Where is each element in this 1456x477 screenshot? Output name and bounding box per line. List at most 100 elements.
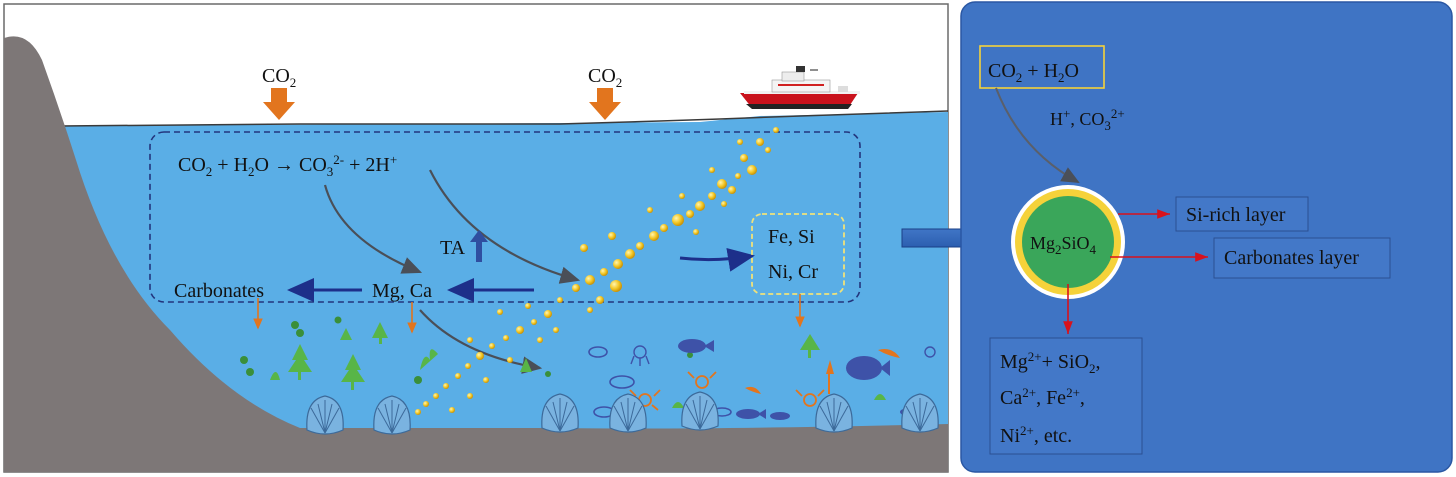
particle-bubble	[765, 147, 771, 153]
particle-bubble	[443, 383, 449, 389]
ni-cr-label: Ni, Cr	[768, 261, 818, 283]
particle-bubble	[596, 296, 604, 304]
particle-bubble	[672, 214, 684, 226]
particle-bubble	[449, 407, 455, 413]
metals-box	[751, 213, 845, 295]
particle-bubble	[507, 357, 513, 363]
particle-bubble	[587, 307, 593, 313]
particle-bubble	[467, 393, 473, 399]
dissolution-arrow	[995, 87, 1080, 183]
particle-bubble	[433, 393, 439, 399]
scallop-shell-icon	[815, 393, 853, 433]
particle-bubble	[721, 201, 727, 207]
carbonates-layer-label: Carbonates layer	[1224, 247, 1359, 269]
jellyfish-icon	[630, 345, 936, 366]
particle-bubble	[695, 201, 705, 211]
particle-bubble	[636, 242, 644, 250]
olivine-particle: Mg2SiO4	[1011, 185, 1125, 299]
svg-text:CO2: CO2	[262, 65, 296, 90]
particle-bubble	[735, 173, 741, 179]
carbonates-layer-box	[1213, 237, 1391, 279]
co2-label-1-sub: 2	[290, 75, 297, 90]
products-line-3: Ni2+, etc.	[1000, 423, 1072, 447]
particle-bubble	[557, 297, 563, 303]
si-rich-layer-box	[1175, 196, 1309, 232]
particle-bubble	[553, 327, 559, 333]
land-cliff	[4, 36, 948, 472]
co2-label-1: CO	[262, 65, 290, 87]
particle-bubble	[747, 165, 757, 175]
crab-icon	[629, 371, 825, 411]
particle-bubble	[503, 335, 509, 341]
particle-bubble	[728, 186, 736, 194]
particle-bubble	[423, 401, 429, 407]
sea-surface-line	[59, 110, 949, 127]
particle-bubble	[585, 275, 595, 285]
particle-bubble	[773, 127, 779, 133]
particle-bubble	[647, 207, 653, 213]
reaction-equation: CO2 + H2O → CO32- + 2H+	[178, 152, 397, 179]
particle-bubble	[679, 193, 685, 199]
carbonates-label: Carbonates	[174, 280, 264, 302]
particle-bubble	[476, 352, 484, 360]
up-arrow-icon	[470, 230, 488, 262]
scallop-shell-icon	[901, 393, 939, 433]
particle-bubble	[415, 409, 421, 415]
particle-bubble	[489, 343, 495, 349]
fe-si-label: Fe, Si	[768, 226, 815, 248]
right-panel: CO2 + H2O H+, CO32+ Mg2SiO4 Si-rich laye…	[960, 1, 1453, 473]
co2-h2o-label: CO2 + H2O	[988, 60, 1079, 85]
particle-bubble	[610, 280, 622, 292]
particle-bubble	[525, 303, 531, 309]
arrow-to-metals	[679, 247, 755, 272]
ta-label: TA	[440, 237, 466, 259]
curved-arrow-co3	[323, 184, 423, 274]
olivine-particles	[415, 127, 779, 415]
co2-arrow-2: CO2	[588, 65, 622, 120]
curved-arrow-down	[419, 309, 543, 374]
left-panel: CO2 CO2 CO2 + H2O → CO32- + 2H+ TA	[3, 3, 949, 473]
seaweed-icon	[270, 322, 820, 390]
scallop-shell-icon	[541, 393, 579, 433]
products-line-2: Ca2+, Fe2+,	[1000, 385, 1085, 409]
particle-label: Mg2SiO4	[1030, 233, 1097, 257]
co2-arrow-1: CO2	[262, 65, 296, 120]
co2-label-2-sub: 2	[616, 75, 623, 90]
particle-bubble	[483, 377, 489, 383]
seagrass-icon	[240, 316, 693, 384]
co2-label-2: CO	[588, 65, 616, 87]
particle-bubble	[740, 154, 748, 162]
particle-bubble	[693, 229, 699, 235]
h-co3-label: H+, CO32+	[1050, 106, 1125, 133]
particle-bubble	[756, 138, 764, 146]
scallop-shells	[306, 391, 939, 435]
fish-icon	[678, 339, 920, 420]
particle-bubble	[737, 139, 743, 145]
particle-bubble	[531, 319, 537, 325]
particle-bubble	[544, 310, 552, 318]
particle-bubble	[686, 210, 694, 218]
particle-bubble	[537, 337, 543, 343]
particle-bubble	[465, 363, 471, 369]
scallop-shell-icon	[609, 393, 647, 433]
products-line-1: Mg2++ SiO2,	[1000, 349, 1101, 376]
marine-life	[240, 316, 939, 435]
particle-bubble	[708, 192, 716, 200]
particle-bubble	[709, 167, 715, 173]
products-box	[989, 337, 1143, 455]
reaction-zone-box	[149, 131, 861, 303]
particle-bubble	[516, 326, 524, 334]
co2-h2o-box	[979, 45, 1105, 89]
particle-bubble	[572, 284, 580, 292]
particle-bubble	[649, 231, 659, 241]
particle-bubble	[497, 309, 503, 315]
co2-down-arrow-icon	[589, 88, 621, 120]
shrimp-icon	[745, 349, 900, 394]
mg-ca-label: Mg, Ca	[372, 280, 432, 302]
co2-down-arrow-icon	[263, 88, 295, 120]
scallop-shell-icon	[681, 391, 719, 431]
particle-bubble	[580, 244, 588, 252]
particle-bubble	[455, 373, 461, 379]
particle-bubble	[625, 249, 635, 259]
